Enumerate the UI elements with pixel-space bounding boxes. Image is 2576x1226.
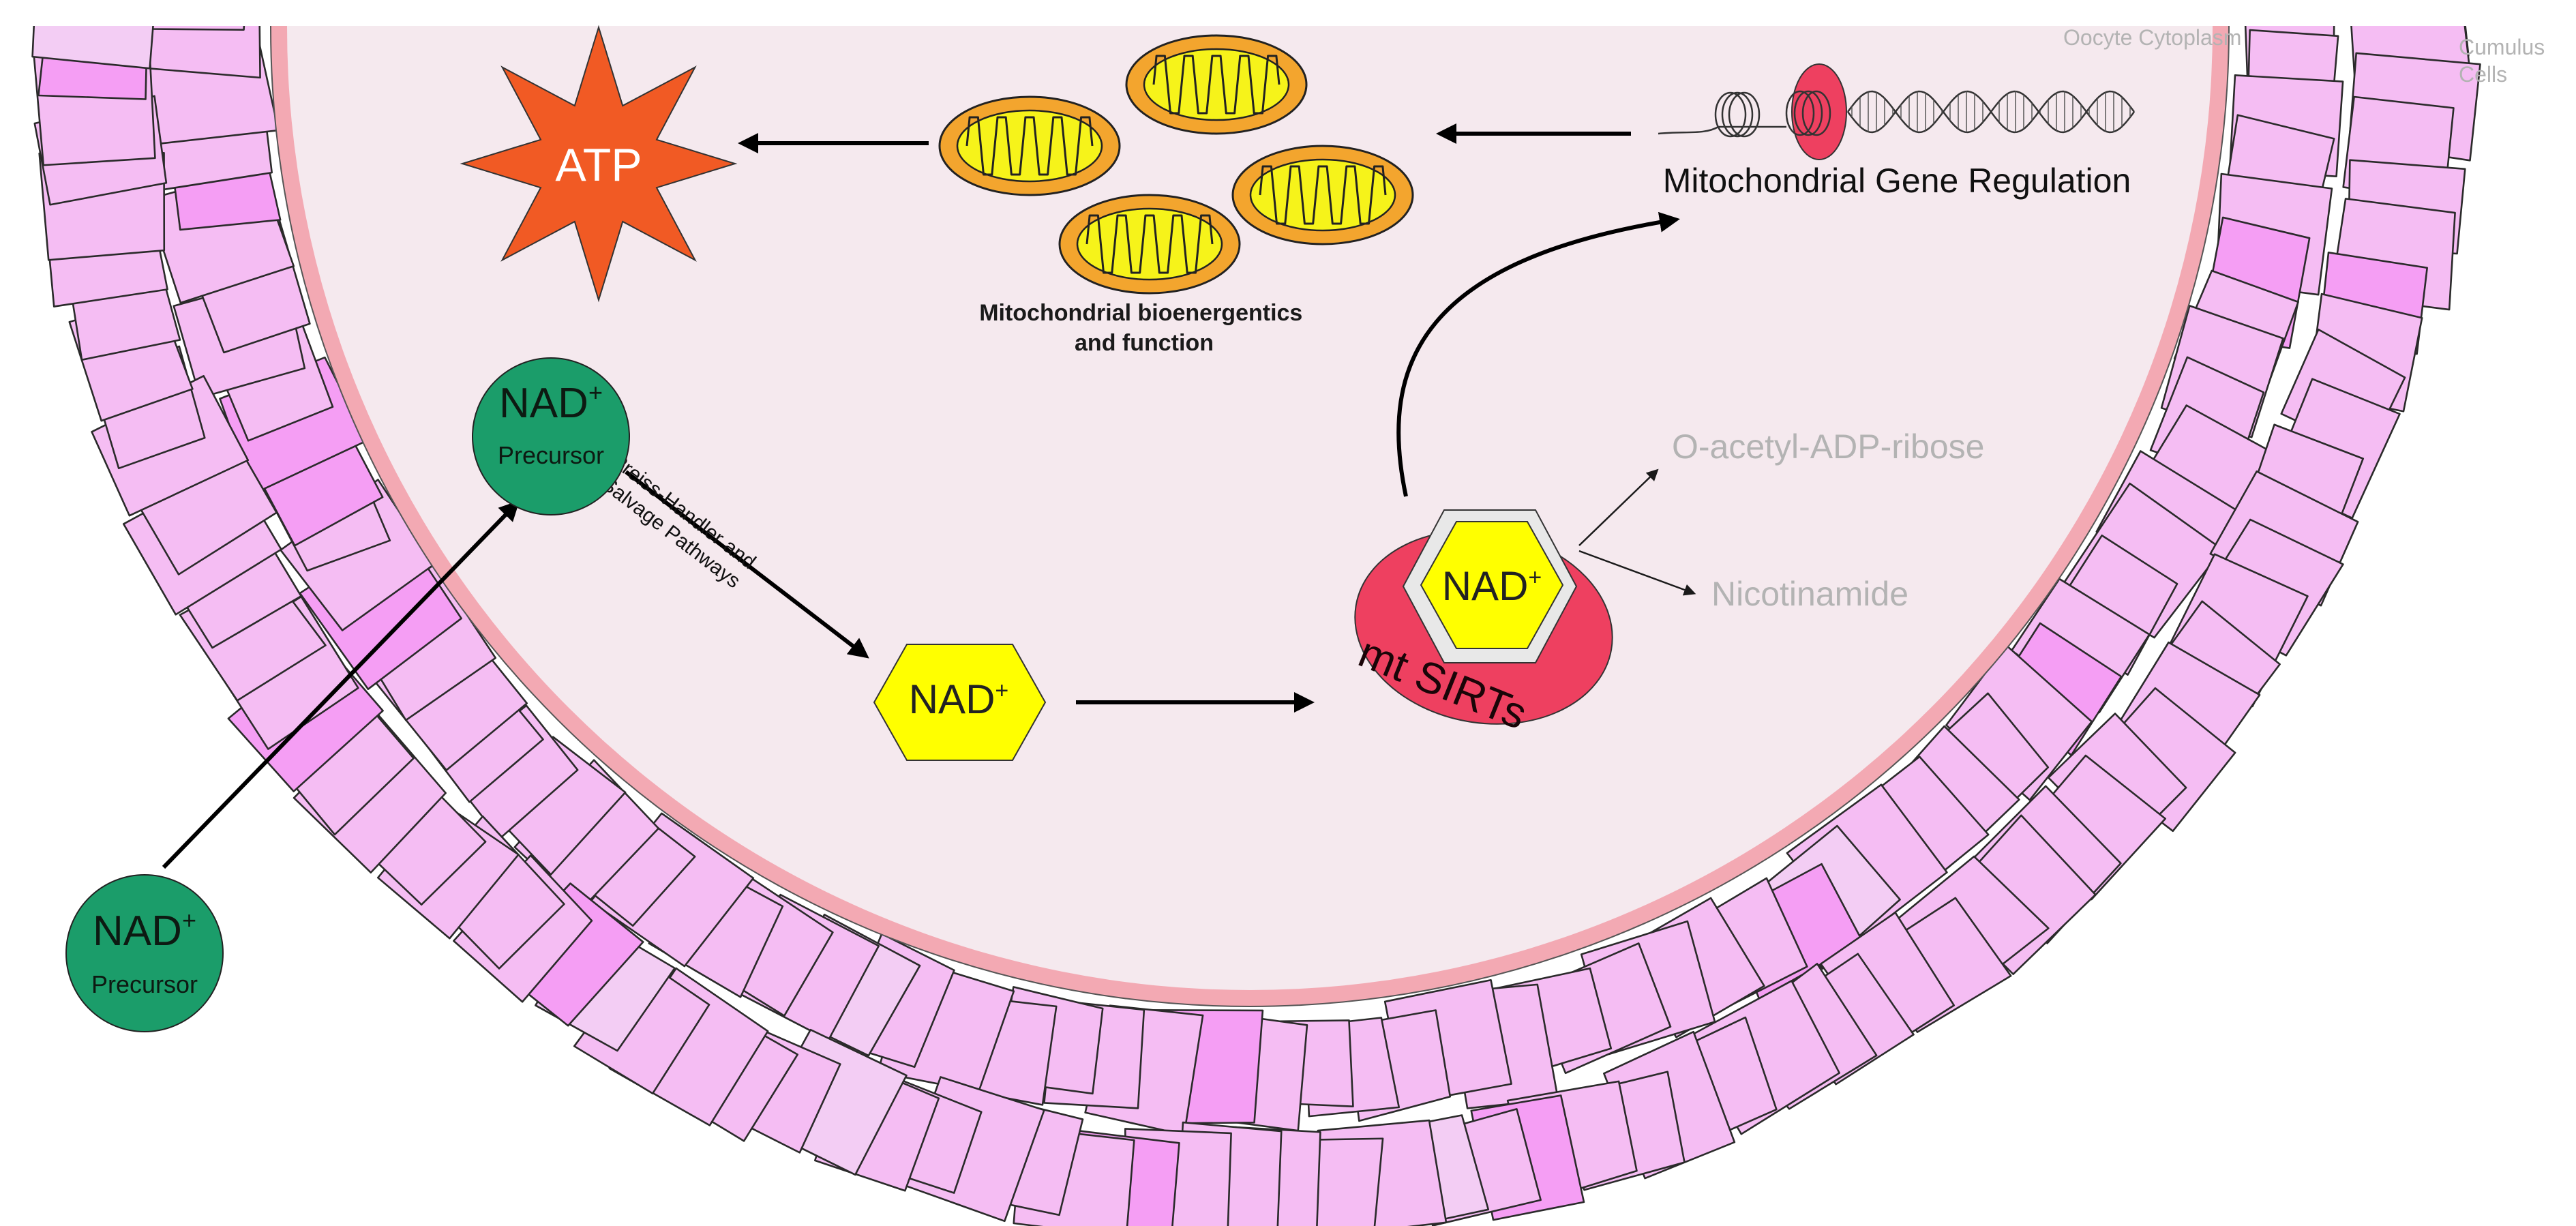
o-acetyl-adp-ribose-label: O-acetyl-ADP-ribose — [1672, 428, 1984, 466]
top-white-band — [0, 0, 2576, 26]
cumulus-label-line-1: Cumulus — [2459, 35, 2545, 59]
mitochondrion — [1125, 34, 1308, 135]
oocyte-cytoplasm-label: Oocyte Cytoplasm — [2063, 25, 2241, 50]
sirt-bound-to-dna — [1791, 63, 1847, 160]
oocyte-cytoplasm — [287, 0, 2213, 990]
arrow-to-nicotinamide — [1578, 550, 1696, 596]
nad-plus: + — [588, 378, 603, 406]
nad-precursor-outer-circle — [65, 874, 224, 1032]
nad-precursor-inner-subtitle: Precursor — [498, 441, 604, 469]
arrow-to-o-acetyl-adp-ribose — [1578, 468, 1659, 546]
atp-label: ATP — [555, 139, 642, 191]
mt-sirts-complex: NAD+ mt SIRTs — [1352, 509, 1613, 738]
mitochondrion — [938, 95, 1121, 196]
nicotinamide-label: Nicotinamide — [1711, 575, 1908, 613]
nad-precursor-outer-subtitle: Precursor — [91, 970, 198, 998]
gene-regulation-label: Mitochondrial Gene Regulation — [1663, 162, 2131, 200]
chromatin-dna-icon — [1658, 63, 2136, 160]
nad-hexagon-free: NAD+ — [873, 644, 1047, 761]
atp-star — [460, 25, 738, 303]
mito-function-line-2: and function — [1075, 330, 1214, 356]
nad-hexagon-free-shape — [873, 644, 1047, 761]
nad-plus: + — [1528, 565, 1542, 590]
nad-precursor-inner-title: NAD+ — [499, 378, 603, 427]
arrow-precursor-to-nad — [625, 470, 869, 659]
nad-hexagon-bound — [1420, 521, 1564, 649]
nad-precursor-outer: NAD+ Precursor — [65, 874, 224, 1032]
arrow-outer-to-inner-precursor — [162, 500, 520, 869]
cumulus-label-line-2: Cells — [2459, 62, 2507, 87]
mito-function-line-1: Mitochondrial bioenergentics — [979, 300, 1302, 326]
cumulus-cells-label: Cumulus Cells — [2459, 35, 2551, 87]
cumulus-cell-layer — [29, 0, 2481, 1226]
dna-strand — [1846, 90, 2136, 134]
mitochondrion — [1058, 194, 1241, 295]
nad-text: NAD — [499, 380, 588, 427]
nucleosome-coil-1 — [1714, 91, 1761, 138]
nad-text: NAD — [909, 676, 995, 722]
nad-text: NAD — [1442, 563, 1529, 609]
dna-double-helix — [1846, 90, 2136, 134]
nad-text: NAD — [93, 908, 182, 955]
nad-precursor-inner-circle — [472, 357, 630, 515]
nad-precursor-outer-title: NAD+ — [93, 906, 196, 955]
mitochondria-group — [938, 34, 1414, 295]
nucleosome-coil-2 — [1785, 90, 1831, 136]
nad-plus: + — [182, 906, 196, 934]
mito-function-label: Mitochondrial bioenergentics and functio… — [979, 300, 1309, 356]
arrow-sirts-to-gene-regulation — [1396, 211, 1680, 497]
mitochondrion — [1231, 145, 1414, 245]
nad-precursor-inner: NAD+ Precursor — [472, 357, 630, 515]
nad-hexagon-free-label: NAD+ — [909, 676, 1009, 722]
atp-burst: ATP — [460, 25, 738, 303]
nad-plus: + — [995, 678, 1008, 704]
nad-hexagon-bound-label: NAD+ — [1442, 563, 1542, 609]
